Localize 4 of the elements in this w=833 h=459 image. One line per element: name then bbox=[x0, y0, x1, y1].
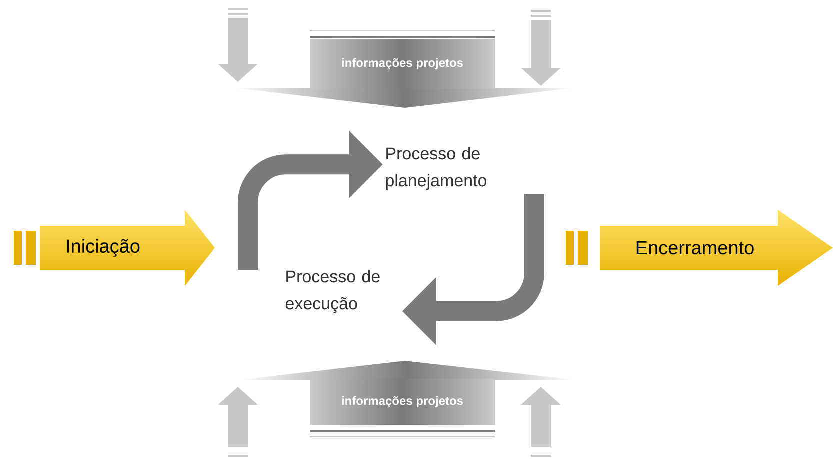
process-label: Processo de execução bbox=[286, 270, 380, 314]
process-label: Processo de planejamento bbox=[386, 147, 487, 190]
banner: informações projetos bbox=[240, 361, 575, 438]
banner: informações projetos bbox=[235, 30, 575, 108]
